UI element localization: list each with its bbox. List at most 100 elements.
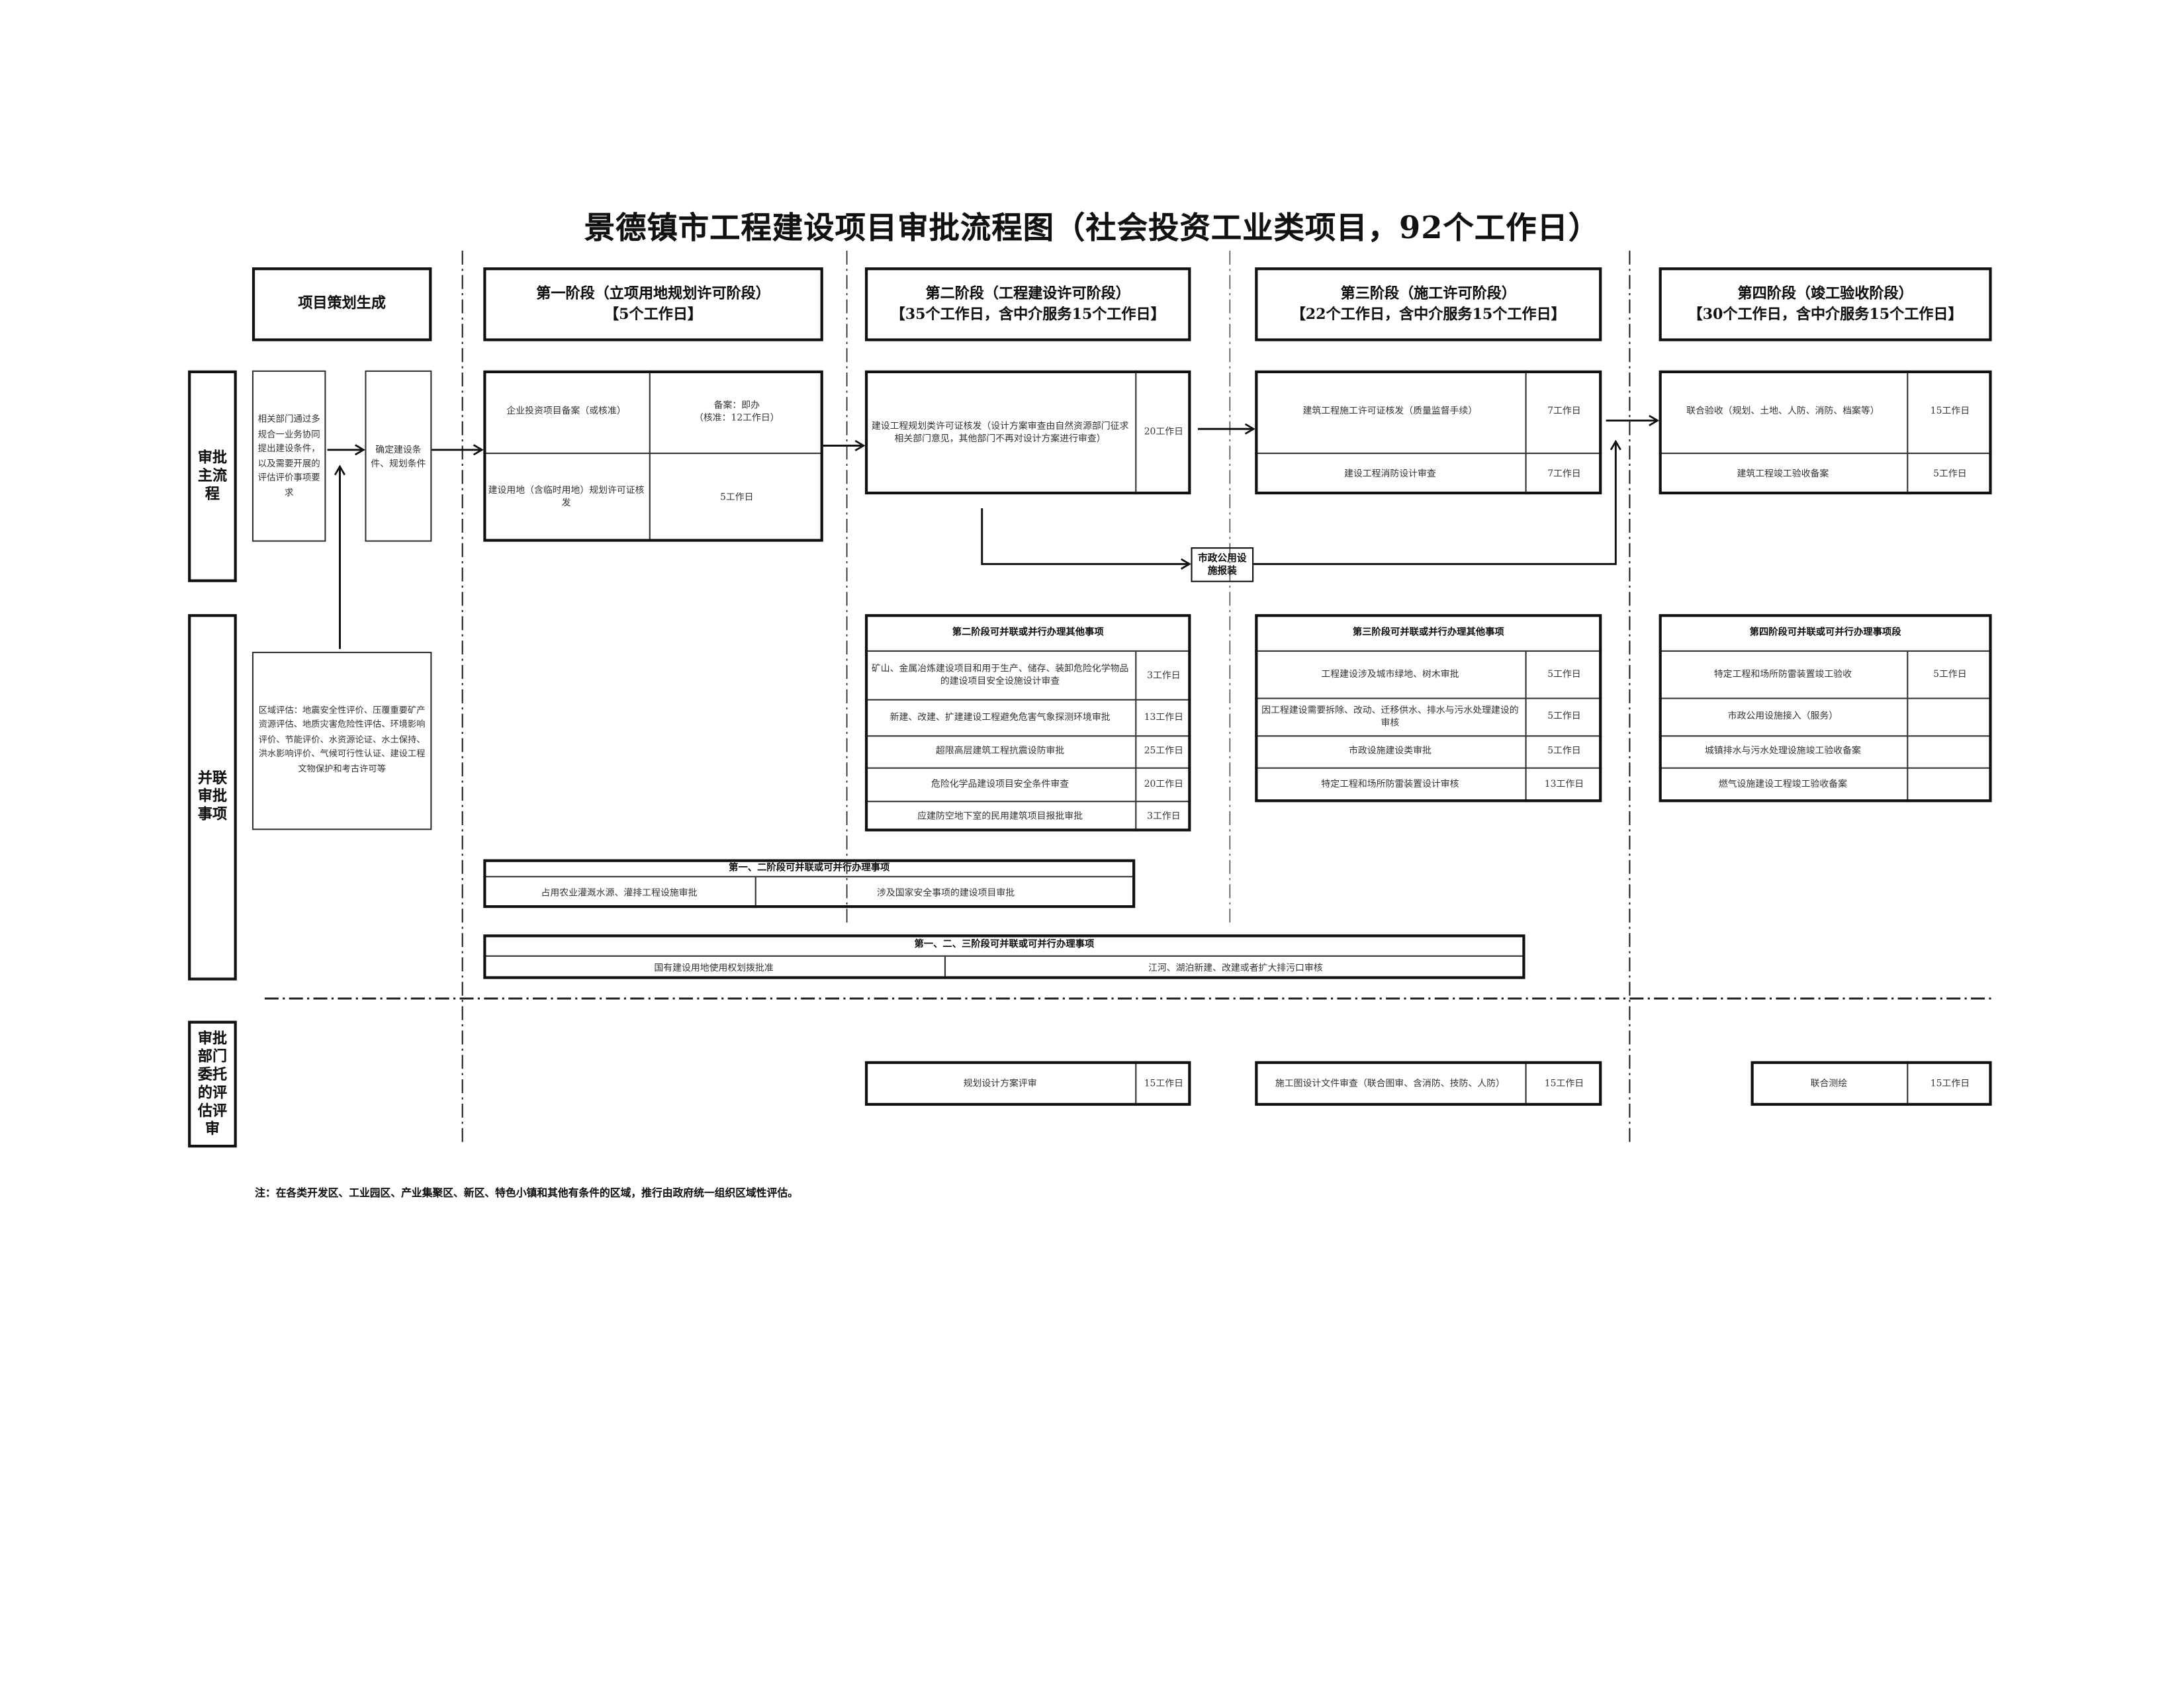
table-row	[1255, 697, 1602, 735]
item-name: 因工程建设需要拆除、改动、迁移供水、排水与污水处理建设的审核	[1255, 697, 1525, 735]
item-days	[1907, 767, 1991, 803]
item-name-text: 应建防空地下室的民用建筑项目报批审批	[917, 810, 1083, 822]
span-item: 江河、湖泊新建、改建或者扩大排污口审核	[944, 956, 1525, 979]
table-row	[864, 767, 1191, 801]
lane-label-3: 审批部门委托的评估评审	[188, 1020, 237, 1148]
item-name-text: 建设工程规划类许可证核发（设计方案审查由自然资源部门征求相关部门意见，其他部门不…	[871, 420, 1129, 444]
stage-2-name: 第二阶段（工程建设许可阶段）	[925, 285, 1130, 302]
header-stage-2: 第二阶段（工程建设许可阶段） 【35个工作日，含中介服务15个工作日】	[864, 267, 1191, 341]
item-name-text: 建筑工程竣工验收备案	[1737, 467, 1829, 479]
item-days: 5工作日	[1907, 651, 1991, 698]
table-header: 第一、二、三阶段可并联或可并行办理事项	[483, 934, 1525, 957]
item-name: 建设工程规划类许可证核发（设计方案审查由自然资源部门征求相关部门意见，其他部门不…	[865, 371, 1135, 494]
item-days: 7工作日	[1525, 370, 1602, 453]
item-name-text: 工程建设涉及城市绿地、树木审批	[1321, 668, 1459, 680]
item-days: 5工作日	[649, 452, 823, 542]
item-name: 特定工程和场所防雷装置设计审核	[1255, 768, 1525, 803]
header-plan-text: 项目策划生成	[298, 295, 386, 312]
item-name-text: 市政设施建设类审批	[1348, 745, 1432, 757]
item-days-text: 3工作日	[1147, 669, 1181, 681]
municipal-facility-box: 市政公用设施报装	[1191, 547, 1254, 582]
span-item: 涉及国家安全事项的建设项目审批	[754, 877, 1136, 909]
entrusted-item-name: 规划设计方案评审	[865, 1061, 1135, 1106]
item-name: 危险化学品建设项目安全条件审查	[865, 768, 1135, 801]
span-item-text: 国有建设用地使用权划拨批准	[654, 961, 774, 973]
table-row	[1659, 767, 1992, 803]
item-days: 3工作日	[1135, 651, 1191, 699]
stage-3-name: 第三阶段（施工许可阶段）	[1340, 285, 1516, 302]
header-plan: 项目策划生成	[251, 267, 432, 341]
item-days: 5工作日	[1525, 697, 1602, 736]
item-days: 20工作日	[1135, 370, 1191, 495]
item-name-text: 特定工程和场所防雷装置设计审核	[1321, 778, 1459, 790]
plan-requirements-box-text: 相关部门通过多规合一业务协同提出建设条件，以及需要开展的评估评价事项要求	[257, 414, 320, 498]
entrusted-item-name: 联合测绘	[1751, 1061, 1907, 1106]
item-days-text: 15工作日	[1930, 405, 1970, 417]
item-name-text: 新建、改建、扩建建设工程避免危害气象探测环境审批	[889, 711, 1111, 723]
table-row	[1659, 735, 1992, 767]
table-header-text: 第一、二阶段可并联或可并行办理事项	[729, 862, 890, 873]
entrusted-item-name-text: 联合测绘	[1810, 1077, 1848, 1089]
item-name-text: 特定工程和场所防雷装置竣工验收	[1713, 668, 1852, 680]
item-name-text: 建筑工程施工许可证核发（质量监督手续）	[1302, 405, 1478, 417]
item-name-text: 建设工程消防设计审查	[1344, 467, 1436, 479]
span-item-text: 涉及国家安全事项的建设项目审批	[876, 887, 1015, 898]
item-days-text: 7工作日	[1547, 405, 1581, 417]
item-days	[1907, 697, 1991, 736]
item-days: 5工作日	[1525, 735, 1602, 768]
item-name-text: 矿山、金属冶炼建设项目和用于生产、储存、装卸危险化学物品的建设项目安全设施设计审…	[871, 663, 1129, 687]
item-days-text: 20工作日	[1144, 426, 1184, 438]
item-days: 备案：即办 （核准：12工作日）	[649, 370, 823, 453]
table-header: 第二阶段可并联或并行办理其他事项	[864, 614, 1191, 652]
table-header-text: 第三阶段可并联或并行办理其他事项	[1352, 626, 1504, 638]
item-name: 建设用地（含临时用地）规划许可证核发	[483, 453, 649, 542]
arrow-municipal-to-stage3	[1253, 441, 1615, 565]
item-days: 5工作日	[1525, 651, 1602, 698]
entrusted-table-2	[1255, 1061, 1602, 1106]
span-item-text: 占用农业灌溉水源、灌排工程设施审批	[541, 887, 698, 898]
item-name: 特定工程和场所防雷装置竣工验收	[1659, 652, 1907, 697]
lane-label-1-text: 审批主流程	[197, 449, 228, 502]
table-row	[1659, 452, 1992, 494]
item-name-text: 城镇排水与污水处理设施竣工验收备案	[1704, 745, 1861, 757]
table-header-text: 第二阶段可并联或并行办理其他事项	[952, 626, 1104, 638]
item-days-text: 5工作日	[1933, 467, 1967, 479]
table-header: 第三阶段可并联或并行办理其他事项	[1255, 614, 1602, 652]
arrow-stage2-to-municipal	[981, 508, 1190, 564]
item-name: 新建、改建、扩建建设工程避免危害气象探测环境审批	[865, 699, 1135, 736]
entrusted-item-name-text: 施工图设计文件审查（联合图审、含消防、技防、人防）	[1275, 1077, 1505, 1089]
item-days: 5工作日	[1907, 452, 1991, 495]
item-name: 市政公用设施接入（服务）	[1659, 697, 1907, 735]
item-days: 3工作日	[1135, 801, 1191, 832]
stage-1-name: 第一阶段（立项用地规划许可阶段）	[536, 285, 770, 302]
table-header: 第一、二阶段可并联或可并行办理事项	[483, 860, 1136, 877]
header-stage-3: 第三阶段（施工许可阶段）【22个工作日，含中介服务15个工作日】	[1255, 267, 1602, 341]
item-days-text: 13工作日	[1544, 778, 1584, 790]
stage-1-days: 【5个工作日】	[604, 305, 703, 323]
entrusted-item-days-text: 15工作日	[1544, 1077, 1584, 1089]
municipal-facility-box-text: 市政公用设施报装	[1197, 551, 1247, 576]
lane-label-1: 审批主流程	[188, 370, 237, 582]
item-days: 13工作日	[1525, 767, 1602, 803]
entrusted-item-days: 15工作日	[1907, 1061, 1991, 1106]
table-row	[1659, 697, 1992, 735]
item-name: 建设工程消防设计审查	[1255, 453, 1525, 494]
item-name: 工程建设涉及城市绿地、树木审批	[1255, 652, 1525, 697]
lane-label-2-text: 并联审批事项	[197, 770, 228, 823]
table-row	[864, 699, 1191, 736]
item-days-text: 25工作日	[1144, 745, 1184, 757]
stage123-parallel-table	[483, 934, 1525, 979]
stage-4-name: 第四阶段（竣工验收阶段）	[1737, 285, 1913, 302]
table-row	[1255, 452, 1602, 494]
stage-2-days: 【35个工作日，含中介服务15个工作日】	[890, 305, 1165, 323]
plan-confirm-box-text: 确定建设条件、规划条件	[371, 443, 426, 469]
lane-label-3-text: 审批部门委托的评估评审	[197, 1030, 228, 1137]
item-days-text: 5工作日	[1547, 745, 1581, 757]
item-days-text: 3工作日	[1147, 810, 1181, 822]
entrusted-item-days-text: 15工作日	[1930, 1077, 1970, 1089]
item-days: 13工作日	[1135, 699, 1191, 736]
table-row	[864, 801, 1191, 831]
item-days: 7工作日	[1525, 452, 1602, 495]
item-days-text: 20工作日	[1144, 777, 1184, 789]
